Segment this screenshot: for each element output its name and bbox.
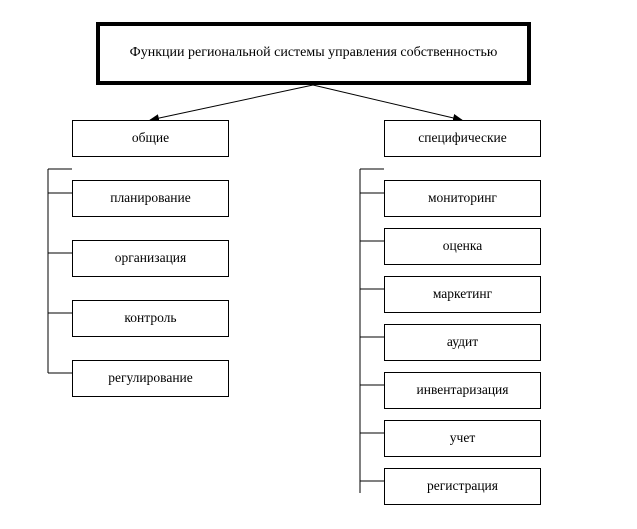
- arrow-to-general: [149, 84, 314, 123]
- general-functions-header: общие: [72, 120, 229, 157]
- function-box-valuation: оценка: [384, 228, 541, 265]
- function-label: регистрация: [427, 478, 498, 494]
- function-label: организация: [114, 250, 187, 266]
- diagram-title-box: Функции региональной системы управления …: [96, 22, 531, 85]
- function-label: аудит: [446, 334, 479, 350]
- function-label: мониторинг: [428, 190, 497, 206]
- general-functions-label: общие: [131, 130, 170, 146]
- specific-functions-header: специфические: [384, 120, 541, 157]
- specific-functions-label: специфические: [418, 130, 507, 146]
- function-label: оценка: [442, 238, 483, 254]
- function-label: маркетинг: [432, 286, 493, 302]
- function-box-audit: аудит: [384, 324, 541, 361]
- function-label: регулирование: [108, 370, 193, 386]
- function-box-regulation: регулирование: [72, 360, 229, 397]
- function-box-marketing: маркетинг: [384, 276, 541, 313]
- function-box-inventory: инвентаризация: [384, 372, 541, 409]
- function-box-monitoring: мониторинг: [384, 180, 541, 217]
- function-label: контроль: [124, 310, 177, 326]
- function-box-accounting: учет: [384, 420, 541, 457]
- function-label: инвентаризация: [416, 382, 509, 398]
- function-box-registration: регистрация: [384, 468, 541, 505]
- function-box-planning: планирование: [72, 180, 229, 217]
- function-box-organization: организация: [72, 240, 229, 277]
- diagram-title: Функции региональной системы управления …: [129, 45, 498, 61]
- function-label: планирование: [110, 190, 191, 206]
- function-label: учет: [449, 430, 476, 446]
- arrow-to-specific: [312, 84, 463, 122]
- function-box-control: контроль: [72, 300, 229, 337]
